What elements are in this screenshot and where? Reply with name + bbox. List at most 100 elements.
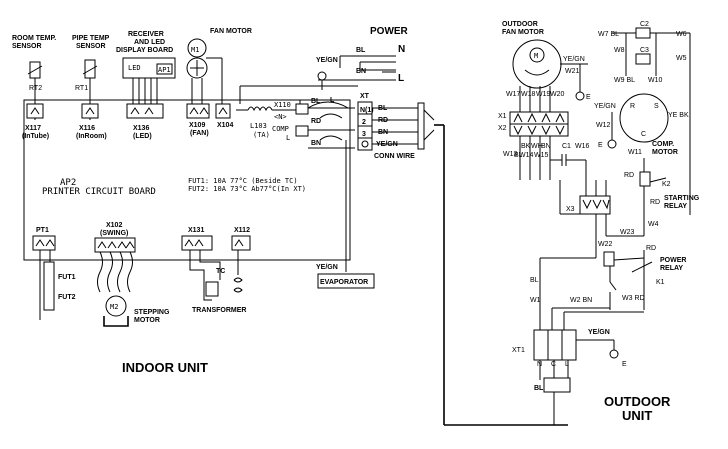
fut2-note: FUT2: 10A 73°C Ab77°C(In XT) xyxy=(188,185,306,193)
svg-text:BL: BL xyxy=(514,152,523,159)
wire-bl-label: BL xyxy=(311,98,321,105)
power-bn-label: BN xyxy=(356,68,366,75)
svg-text:W2 BN: W2 BN xyxy=(570,297,592,304)
svg-text:C2: C2 xyxy=(640,21,649,28)
power-bl-label: BL xyxy=(356,47,366,54)
svg-text:E: E xyxy=(586,94,591,101)
comp-ground-icon xyxy=(607,139,617,149)
pt1-connector xyxy=(32,235,56,251)
stepping-motor-label: STEPPING xyxy=(134,309,170,316)
svg-text:YE/GN: YE/GN xyxy=(563,56,585,63)
svg-text:R: R xyxy=(630,103,635,110)
svg-text:MOTOR: MOTOR xyxy=(134,317,160,324)
svg-text:W21: W21 xyxy=(565,68,580,75)
svg-text:(LED): (LED) xyxy=(133,133,152,140)
outdoor-fan-motor-label: OUTDOOR xyxy=(502,21,538,28)
svg-text:M: M xyxy=(534,52,538,60)
x112-label: X112 xyxy=(234,227,250,234)
rt2-label: RT2 xyxy=(29,85,42,92)
ap1-chip xyxy=(156,63,173,75)
comp-motor-label: COMP. xyxy=(652,141,674,148)
svg-text:W13: W13 xyxy=(503,151,518,158)
svg-text:(TA): (TA) xyxy=(253,131,270,139)
svg-text:E: E xyxy=(598,142,603,149)
power-l: L xyxy=(398,73,404,84)
xt1-ground-icon xyxy=(609,349,619,359)
svg-text:<N>: <N> xyxy=(274,113,287,121)
fut2-label: FUT2 xyxy=(58,294,76,301)
svg-text:C: C xyxy=(641,131,646,138)
svg-text:L: L xyxy=(565,361,569,368)
svg-text:(InTube): (InTube) xyxy=(22,133,49,140)
svg-text:X3: X3 xyxy=(566,206,575,213)
svg-text:RELAY: RELAY xyxy=(660,265,683,272)
svg-text:SENSOR: SENSOR xyxy=(76,43,106,50)
outdoor-fan-motor xyxy=(512,39,562,89)
svg-text:W8: W8 xyxy=(614,47,625,54)
svg-text:BL: BL xyxy=(534,385,544,392)
svg-text:X2: X2 xyxy=(498,125,507,132)
svg-text:(InRoom): (InRoom) xyxy=(76,133,107,140)
svg-text:UNIT: UNIT xyxy=(622,408,652,423)
svg-text:AND LED: AND LED xyxy=(134,39,165,46)
svg-text:(FAN): (FAN) xyxy=(190,130,209,137)
ap2-pcb xyxy=(23,99,351,261)
svg-text:BN: BN xyxy=(541,143,551,150)
svg-text:RD: RD xyxy=(646,245,656,252)
svg-text:X1: X1 xyxy=(498,113,507,120)
svg-text:RELAY: RELAY xyxy=(664,203,687,210)
evap-yegn-label: YE/GN xyxy=(316,264,338,271)
l103-inductor xyxy=(247,106,273,112)
x109-connector xyxy=(186,103,210,119)
svg-text:W23: W23 xyxy=(620,229,635,236)
svg-text:N(1): N(1) xyxy=(360,107,374,114)
svg-text:W15: W15 xyxy=(534,152,549,159)
svg-text:W1: W1 xyxy=(530,297,541,304)
svg-text:XT1: XT1 xyxy=(512,347,525,354)
x117-connector xyxy=(26,103,44,119)
svg-text:W20: W20 xyxy=(550,91,565,98)
svg-text:W6: W6 xyxy=(676,31,687,38)
svg-text:W5: W5 xyxy=(676,55,687,62)
svg-text:E: E xyxy=(622,361,627,368)
svg-text:W22: W22 xyxy=(598,241,613,248)
svg-text:W9 BL: W9 BL xyxy=(614,77,635,84)
transformer-coil xyxy=(233,250,243,293)
conn-wire-label: CONN WIRE xyxy=(374,153,415,160)
fut1-label: FUT1 xyxy=(58,274,76,281)
x117-label: X117 xyxy=(25,125,41,132)
fuse-block xyxy=(43,261,55,311)
xt1-terminal-block xyxy=(533,329,577,361)
svg-text:(SWING): (SWING) xyxy=(100,230,128,237)
conn-wire-bundle xyxy=(417,102,425,150)
svg-text:C1: C1 xyxy=(562,143,571,150)
rt1-sensor xyxy=(84,59,96,79)
x116-label: X116 xyxy=(79,125,95,132)
svg-text:YE/GN: YE/GN xyxy=(588,329,610,336)
svg-text:W7 BL: W7 BL xyxy=(598,31,619,38)
led-label: LED xyxy=(128,64,141,72)
capacitor-c2 xyxy=(635,27,651,39)
svg-text:W16: W16 xyxy=(575,143,590,150)
svg-text:W10: W10 xyxy=(648,77,663,84)
svg-text:RD: RD xyxy=(650,199,660,206)
tc-label: TC xyxy=(216,268,225,275)
svg-text:C3: C3 xyxy=(640,47,649,54)
svg-text:S: S xyxy=(654,103,659,110)
receiver-label: RECEIVER xyxy=(128,31,164,38)
power-yegn-label: YE/GN xyxy=(316,57,338,64)
led-display-board xyxy=(122,57,176,79)
svg-text:W12: W12 xyxy=(596,122,611,129)
m2-label: M2 xyxy=(110,303,118,311)
compressor-motor xyxy=(619,93,669,143)
svg-text:DISPLAY BOARD: DISPLAY BOARD xyxy=(116,47,173,54)
fan-motor-m1 xyxy=(187,38,207,58)
pt1-label: PT1 xyxy=(36,227,49,234)
svg-text:2: 2 xyxy=(362,119,366,126)
transformer-label: TRANSFORMER xyxy=(192,307,246,314)
svg-text:WH: WH xyxy=(531,143,543,150)
capacitor-c3 xyxy=(635,53,651,65)
ap2-label: AP2 xyxy=(60,178,76,188)
svg-text:BL: BL xyxy=(530,277,539,284)
